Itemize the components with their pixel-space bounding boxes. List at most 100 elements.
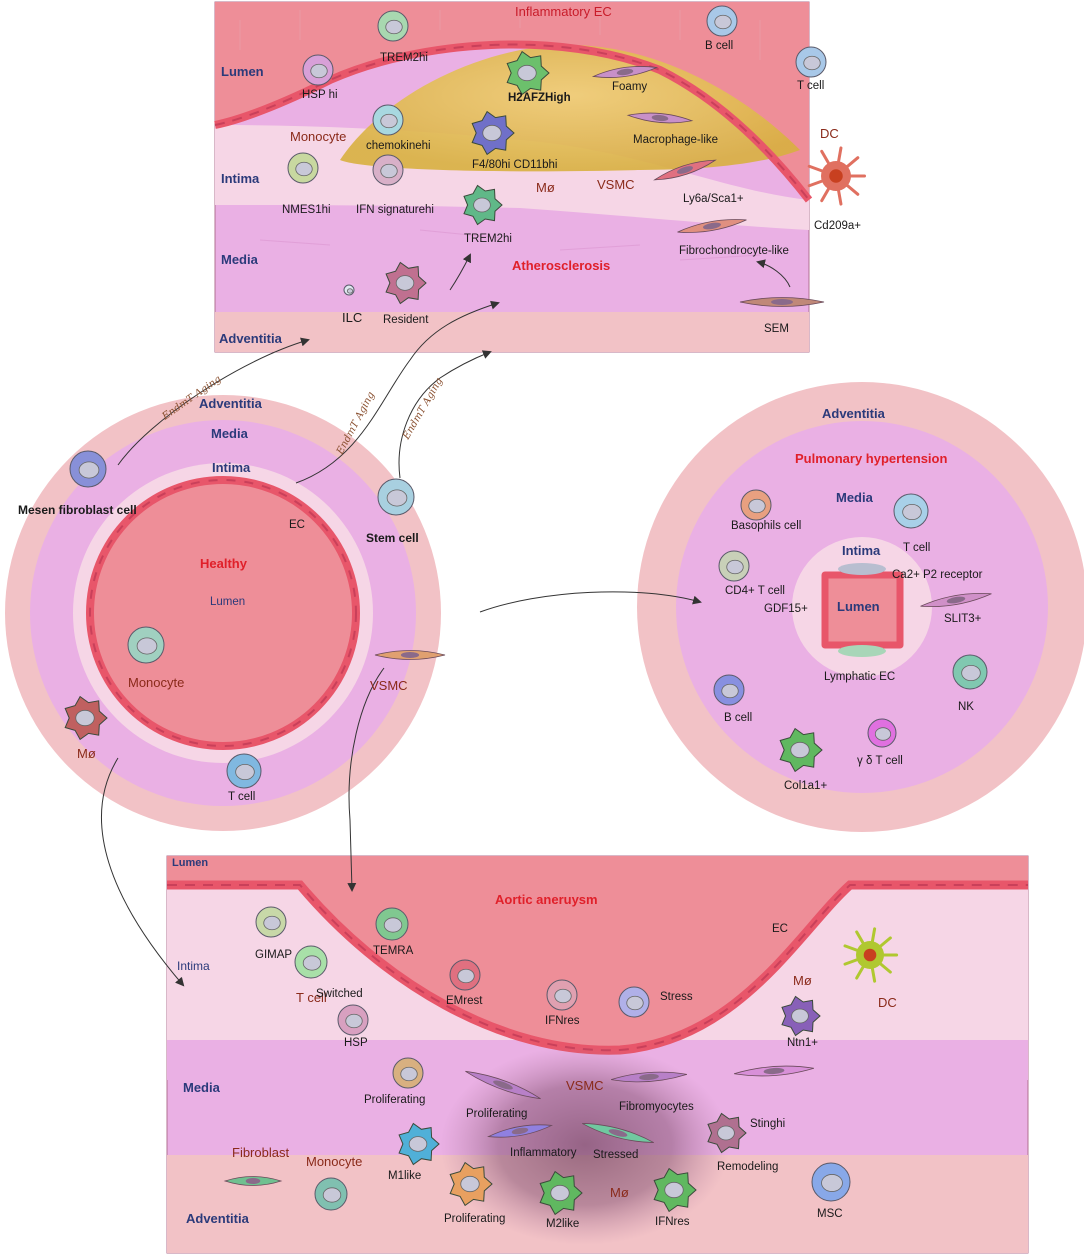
ph-tcell-label: T cell [903, 542, 930, 554]
aneurysm-proliferating-m-label: Proliferating [444, 1213, 505, 1225]
aneurysm-remodeling-cell-icon [707, 1112, 747, 1154]
aneurysm-panel [166, 855, 1029, 1254]
arrow-macrophage-to-aneurysm [100, 757, 185, 987]
athero-ifn-label: IFN signaturehi [356, 204, 434, 216]
ph-gd-tcell-icon [867, 718, 897, 748]
aneurysm-stress-label: Stress [660, 991, 693, 1003]
ph-media-label: Media [836, 490, 874, 505]
athero-hsp-label: HSP hi [302, 89, 338, 101]
athero-bcell-icon [706, 5, 738, 37]
aneurysm-stressed-label: Stressed [593, 1149, 638, 1161]
aneurysm-adventitia-label: Adventitia [186, 1211, 250, 1226]
arrow-sem-to-fibrochondrocyte [756, 259, 791, 288]
aneurysm-lumen-label: Lumen [172, 857, 208, 869]
aneurysm-proliferating-t-label: Proliferating [364, 1094, 425, 1106]
aneurysm-lumen [167, 856, 1028, 1051]
athero-dc-cell-icon [807, 146, 866, 206]
athero-title: Atherosclerosis [512, 258, 610, 273]
healthy-monocyte-cell-icon [127, 626, 165, 664]
healthy-intima-label: Intima [212, 460, 251, 475]
athero-h2afz-label: H2AFZHigh [508, 92, 571, 104]
aneurysm-gimap-cell-icon [255, 906, 287, 938]
ph-basophils-label: Basophils cell [731, 520, 801, 532]
aneurysm-fibroblast-cell-icon [223, 1176, 283, 1186]
athero-nmes1-label: NMES1hi [282, 204, 331, 216]
aneurysm-proliferating-vsmc-cell-icon [465, 1070, 541, 1100]
healthy-title: Healthy [200, 556, 248, 571]
aneurysm-remodeling-label: Remodeling [717, 1161, 778, 1173]
aneurysm-stressed-cell-icon [582, 1123, 654, 1143]
athero-dc-group: DC [820, 126, 839, 141]
ph-gdf15-label: GDF15+ [764, 603, 808, 615]
healthy-macrophage-label: Mø [77, 746, 96, 761]
athero-ilc-label: ILC [342, 310, 362, 325]
ph-cd4-cell-icon [718, 550, 750, 582]
athero-lumen-label: Lumen [221, 64, 264, 79]
aneurysm-intima-label: Intima [177, 959, 210, 973]
healthy-panel [5, 395, 441, 831]
healthy-mesen-fibroblast-cell-icon [69, 450, 107, 488]
athero-ly6a-label: Ly6a/Sca1+ [683, 193, 744, 205]
healthy-macrophage-cell-icon [64, 695, 108, 741]
ph-tcell-icon [893, 493, 929, 529]
ph-cd4-label: CD4+ T cell [725, 585, 785, 597]
healthy-lumen [86, 476, 360, 750]
aneurysm-title: Aortic aneruysm [495, 892, 598, 907]
aneurysm-ntn1-cell-icon [781, 995, 821, 1037]
athero-adventitia-label: Adventitia [219, 331, 283, 346]
aneurysm-fibromyocytes-label: Fibromyocytes [619, 1101, 694, 1113]
athero-h2afz-cell-icon [506, 50, 550, 96]
athero-nmes1-cell-icon [287, 152, 319, 184]
athero-adventitia-band [215, 312, 809, 352]
aneurysm-m2like-cell-icon [539, 1170, 583, 1216]
athero-media-label: Media [221, 252, 259, 267]
athero-inflammatory-ec-label: Inflammatory EC [515, 4, 612, 19]
athero-hsp-cell-icon [302, 54, 334, 86]
athero-ilc-cell-icon [343, 284, 355, 296]
athero-trem2-mid-label: TREM2hi [464, 233, 512, 245]
aneurysm-ifnres-bottom-label: IFNres [655, 1216, 690, 1228]
athero-fibrochondrocyte-cell-icon [677, 219, 747, 233]
aneurysm-sting-cell-icon [733, 1065, 815, 1077]
cells-layer [64, 5, 992, 1216]
aneurysm-dc-group: DC [878, 995, 897, 1010]
healthy-monocyte-label: Monocyte [128, 675, 184, 690]
athero-macrophage-group: Mø [536, 180, 555, 195]
athero-trem2-mid-cell-icon [463, 184, 503, 226]
ph-intima-label: Intima [842, 543, 881, 558]
aneurysm-fibroblast-group: Fibroblast [232, 1145, 289, 1160]
ph-nk-label: NK [958, 701, 974, 713]
athero-sem-cell-icon [739, 297, 825, 307]
aneurysm-gimap-label: GIMAP [255, 949, 292, 961]
aneurysm-dc-cell-icon [843, 927, 899, 983]
arrow-healthy-to-ph [479, 591, 702, 613]
aneurysm-proliferating-m-cell-icon [449, 1161, 493, 1207]
arrow-stem-to-athero [398, 350, 492, 479]
ph-lymphatic-ec-cell [838, 645, 886, 657]
ph-lumen [821, 571, 904, 649]
athero-sem-label: SEM [764, 323, 789, 335]
aneurysm-m1like-cell-icon [398, 1122, 440, 1166]
aneurysm-m1like-label: M1like [388, 1170, 421, 1182]
aneurysm-ifnres-bottom-cell-icon [653, 1167, 697, 1213]
ph-bcell-label: B cell [724, 712, 752, 724]
arrow-intima-to-athero [295, 300, 500, 484]
arrow-label-endmt-3: EndmT Aging [401, 376, 446, 442]
ph-slit3-cell-icon [920, 592, 992, 608]
aneurysm-media-label: Media [183, 1080, 221, 1095]
ph-bcell-icon [713, 674, 745, 706]
healthy-stem-cell-label: Stem cell [366, 531, 419, 545]
arrow-resident-to-trem2 [449, 253, 471, 291]
atherosclerosis-panel [214, 1, 813, 353]
aneurysm-emrest-label: EMrest [446, 995, 483, 1007]
ph-slit3-label: SLIT3+ [944, 613, 982, 625]
athero-macrophage-like-cell-icon [626, 112, 694, 124]
aneurysm-macrophage-bottom-group: Mø [610, 1185, 629, 1200]
athero-resident-label: Resident [383, 314, 429, 326]
healthy-lumen-label: Lumen [210, 596, 245, 608]
aneurysm-switched-label: Switched [316, 988, 363, 1000]
aneurysm-m2like-label: M2like [546, 1218, 579, 1230]
arrow-vsmc-to-aneurysm [347, 667, 385, 892]
athero-resident-cell-icon [385, 261, 427, 305]
